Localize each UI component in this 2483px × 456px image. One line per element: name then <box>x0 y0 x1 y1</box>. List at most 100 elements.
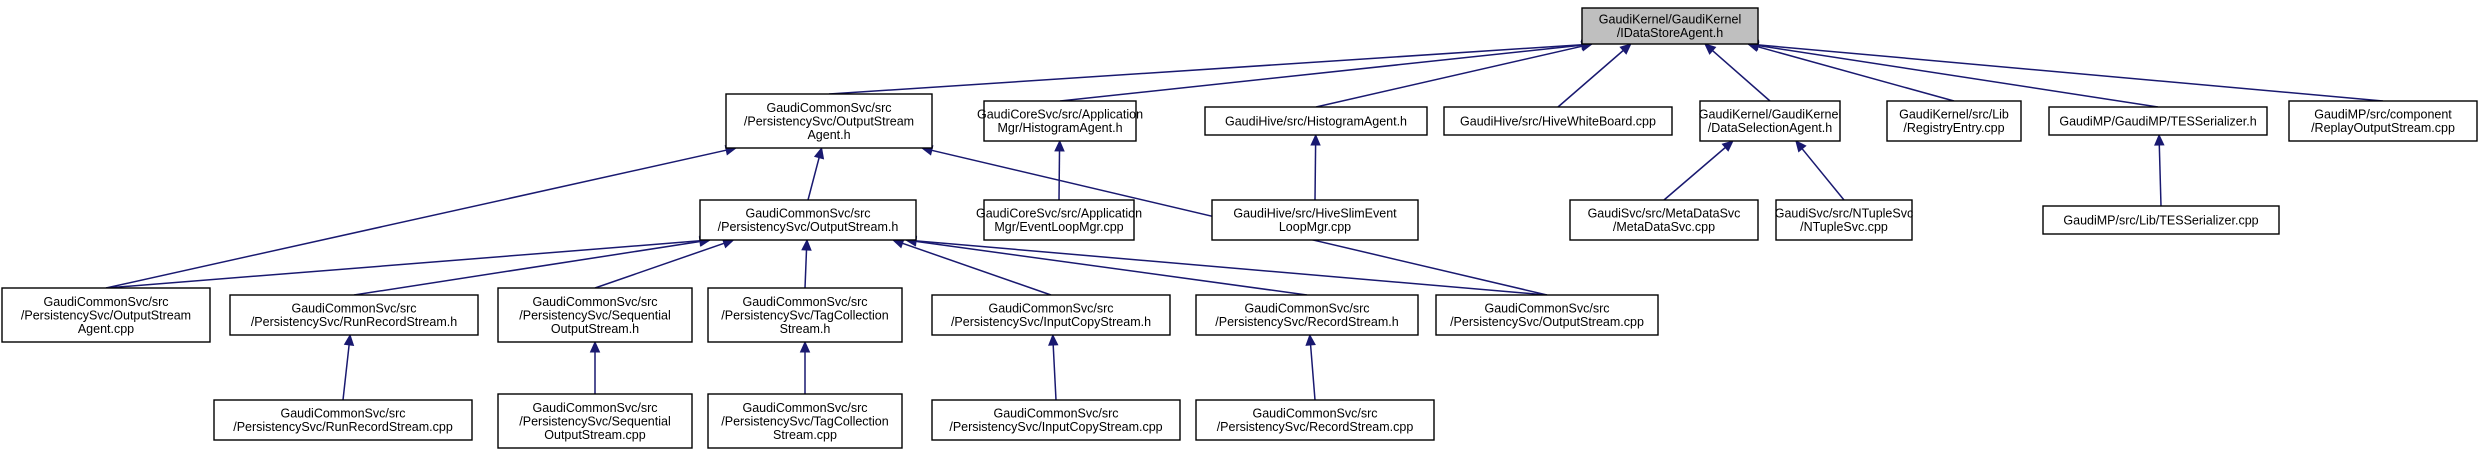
edge-line <box>1757 44 2159 108</box>
node-label-line: OutputStream.h <box>551 322 639 336</box>
arrowhead <box>799 340 811 353</box>
edge-ics-cpp-to-ics-h <box>1048 333 1059 401</box>
edge-ics-h-to-os-h <box>891 238 1052 296</box>
node-ics-h[interactable]: GaudiCommonSvc/src/PersistencySvc/InputC… <box>931 294 1171 336</box>
node-label-line: /MetaDataSvc.cpp <box>1613 220 1715 234</box>
nodes-layer: GaudiKernel/GaudiKernel/IDataStoreAgent.… <box>1 7 2478 449</box>
node-box <box>1435 294 1659 336</box>
edge-line <box>1059 44 1583 102</box>
arrowhead <box>2154 133 2165 146</box>
edge-line <box>105 149 727 289</box>
edge-dsa-to-root <box>1704 43 1771 102</box>
node-label-line: GaudiCoreSvc/src/Application <box>976 207 1142 221</box>
arrowhead <box>1795 140 1807 153</box>
node-label-line: LoopMgr.cpp <box>1279 220 1351 234</box>
node-box <box>2048 106 2268 136</box>
node-rs-h[interactable]: GaudiCommonSvc/src/PersistencySvc/Record… <box>1195 294 1419 336</box>
edge-line <box>2158 144 2162 207</box>
node-label-line: /PersistencySvc/TagCollection <box>721 308 888 322</box>
node-label-line: GaudiCommonSvc/src <box>291 302 416 316</box>
node-mds[interactable]: GaudiSvc/src/MetaDataSvc/MetaDataSvc.cpp <box>1569 199 1759 241</box>
node-whiteboard[interactable]: GaudiHive/src/HiveWhiteBoard.cpp <box>1443 106 1673 136</box>
node-nts[interactable]: GaudiSvc/src/NTupleSvc/NTupleSvc.cpp <box>1775 199 1913 241</box>
edge-hist-hive-to-root <box>1315 41 1594 108</box>
node-label-line: /PersistencySvc/TagCollection <box>721 414 888 428</box>
node-os-cpp[interactable]: GaudiCommonSvc/src/PersistencySvc/Output… <box>1435 294 1659 336</box>
node-osa-h[interactable]: GaudiCommonSvc/src/PersistencySvc/Output… <box>725 93 933 149</box>
node-label-line: /PersistencySvc/OutputStream <box>744 114 914 128</box>
node-tag-cpp[interactable]: GaudiCommonSvc/src/PersistencySvc/TagCol… <box>707 393 903 449</box>
edge-line <box>1557 49 1624 108</box>
node-label-line: /NTupleSvc.cpp <box>1800 220 1888 234</box>
edge-line <box>1315 45 1583 108</box>
node-box <box>1569 199 1759 241</box>
node-label-line: /PersistencySvc/Sequential <box>519 414 670 428</box>
node-label-line: /IDataStoreAgent.h <box>1617 26 1723 40</box>
node-label-line: Mgr/EventLoopMgr.cpp <box>994 220 1123 234</box>
node-label-line: Mgr/HistogramAgent.h <box>997 121 1122 135</box>
edge-seq-cpp-to-seq-h <box>589 340 601 394</box>
arrowhead <box>589 340 601 353</box>
node-rrs-cpp[interactable]: GaudiCommonSvc/src/PersistencySvc/RunRec… <box>213 399 473 441</box>
edge-line <box>1052 344 1057 401</box>
node-osa-cpp[interactable]: GaudiCommonSvc/src/PersistencySvc/Output… <box>1 287 211 343</box>
arrowhead <box>1310 133 1321 146</box>
node-seq-h[interactable]: GaudiCommonSvc/src/PersistencySvc/Sequen… <box>497 287 693 343</box>
node-replay[interactable]: GaudiMP/src/component/ReplayOutputStream… <box>2288 100 2478 142</box>
node-label-line: GaudiKernel/GaudiKernel <box>1599 13 1741 27</box>
node-dsa[interactable]: GaudiKernel/GaudiKernel/DataSelectionAge… <box>1699 100 1841 142</box>
node-label-line: /PersistencySvc/OutputStream.h <box>718 220 899 234</box>
arrowhead <box>343 333 355 346</box>
edge-line <box>1314 144 1317 201</box>
node-box <box>1204 106 1428 136</box>
node-label-line: GaudiSvc/src/NTupleSvc <box>1775 207 1913 221</box>
node-label-line: /PersistencySvc/InputCopyStream.cpp <box>949 420 1162 434</box>
node-label-line: GaudiCommonSvc/src <box>745 207 870 221</box>
node-seq-cpp[interactable]: GaudiCommonSvc/src/PersistencySvc/Sequen… <box>497 393 693 449</box>
node-root[interactable]: GaudiKernel/GaudiKernel/IDataStoreAgent.… <box>1581 7 1759 45</box>
node-box <box>229 294 479 336</box>
node-registry[interactable]: GaudiKernel/src/Lib/RegistryEntry.cpp <box>1886 100 2022 142</box>
edge-tag-h-to-os-h <box>801 238 812 289</box>
edge-osa-cpp-to-osa-h <box>105 145 738 289</box>
edges-layer <box>105 39 2384 401</box>
node-hist-hive[interactable]: GaudiHive/src/HistogramAgent.h <box>1204 106 1428 136</box>
node-tes-cpp[interactable]: GaudiMP/src/Lib/TESSerializer.cpp <box>2042 205 2280 235</box>
node-label-line: /PersistencySvc/OutputStream.cpp <box>1450 315 1644 329</box>
edge-line <box>342 344 350 401</box>
node-rrs-h[interactable]: GaudiCommonSvc/src/PersistencySvc/RunRec… <box>229 294 479 336</box>
node-elm[interactable]: GaudiCoreSvc/src/ApplicationMgr/EventLoo… <box>976 199 1142 241</box>
node-label-line: GaudiHive/src/HiveSlimEvent <box>1233 207 1397 221</box>
edge-line <box>807 157 820 201</box>
edge-tag-cpp-to-tag-h <box>799 340 811 394</box>
node-label-line: Stream.h <box>780 322 831 336</box>
edge-elm-to-hist-app <box>1054 139 1065 201</box>
node-label-line: /PersistencySvc/Sequential <box>519 308 670 322</box>
node-box <box>931 399 1181 441</box>
arrowhead <box>1704 43 1717 55</box>
node-label-line: GaudiKernel/src/Lib <box>1899 108 2009 122</box>
node-label-line: GaudiSvc/src/MetaDataSvc <box>1588 207 1741 221</box>
edge-line <box>1663 146 1726 201</box>
node-box <box>1581 7 1759 45</box>
node-tes-h[interactable]: GaudiMP/GaudiMP/TESSerializer.h <box>2048 106 2268 136</box>
node-box <box>1699 100 1841 142</box>
node-label-line: /PersistencySvc/RunRecordStream.h <box>251 315 457 329</box>
node-tag-h[interactable]: GaudiCommonSvc/src/PersistencySvc/TagCol… <box>707 287 903 343</box>
node-label-line: /PersistencySvc/RecordStream.cpp <box>1217 420 1414 434</box>
edge-line <box>1058 150 1061 201</box>
node-label-line: GaudiCommonSvc/src <box>993 407 1118 421</box>
edge-line <box>594 242 725 289</box>
arrowhead <box>813 146 825 160</box>
node-ics-cpp[interactable]: GaudiCommonSvc/src/PersistencySvc/InputC… <box>931 399 1181 441</box>
node-label-line: GaudiCoreSvc/src/Application <box>977 108 1143 122</box>
edge-osa-h-to-root <box>828 39 1594 95</box>
node-box <box>699 199 917 241</box>
node-rs-cpp[interactable]: GaudiCommonSvc/src/PersistencySvc/Record… <box>1195 399 1435 441</box>
node-box <box>707 287 903 343</box>
edge-line <box>1757 44 2384 102</box>
node-label-line: GaudiCommonSvc/src <box>532 401 657 415</box>
node-hist-app[interactable]: GaudiCoreSvc/src/ApplicationMgr/Histogra… <box>977 100 1143 142</box>
node-os-h[interactable]: GaudiCommonSvc/src/PersistencySvc/Output… <box>699 199 917 241</box>
